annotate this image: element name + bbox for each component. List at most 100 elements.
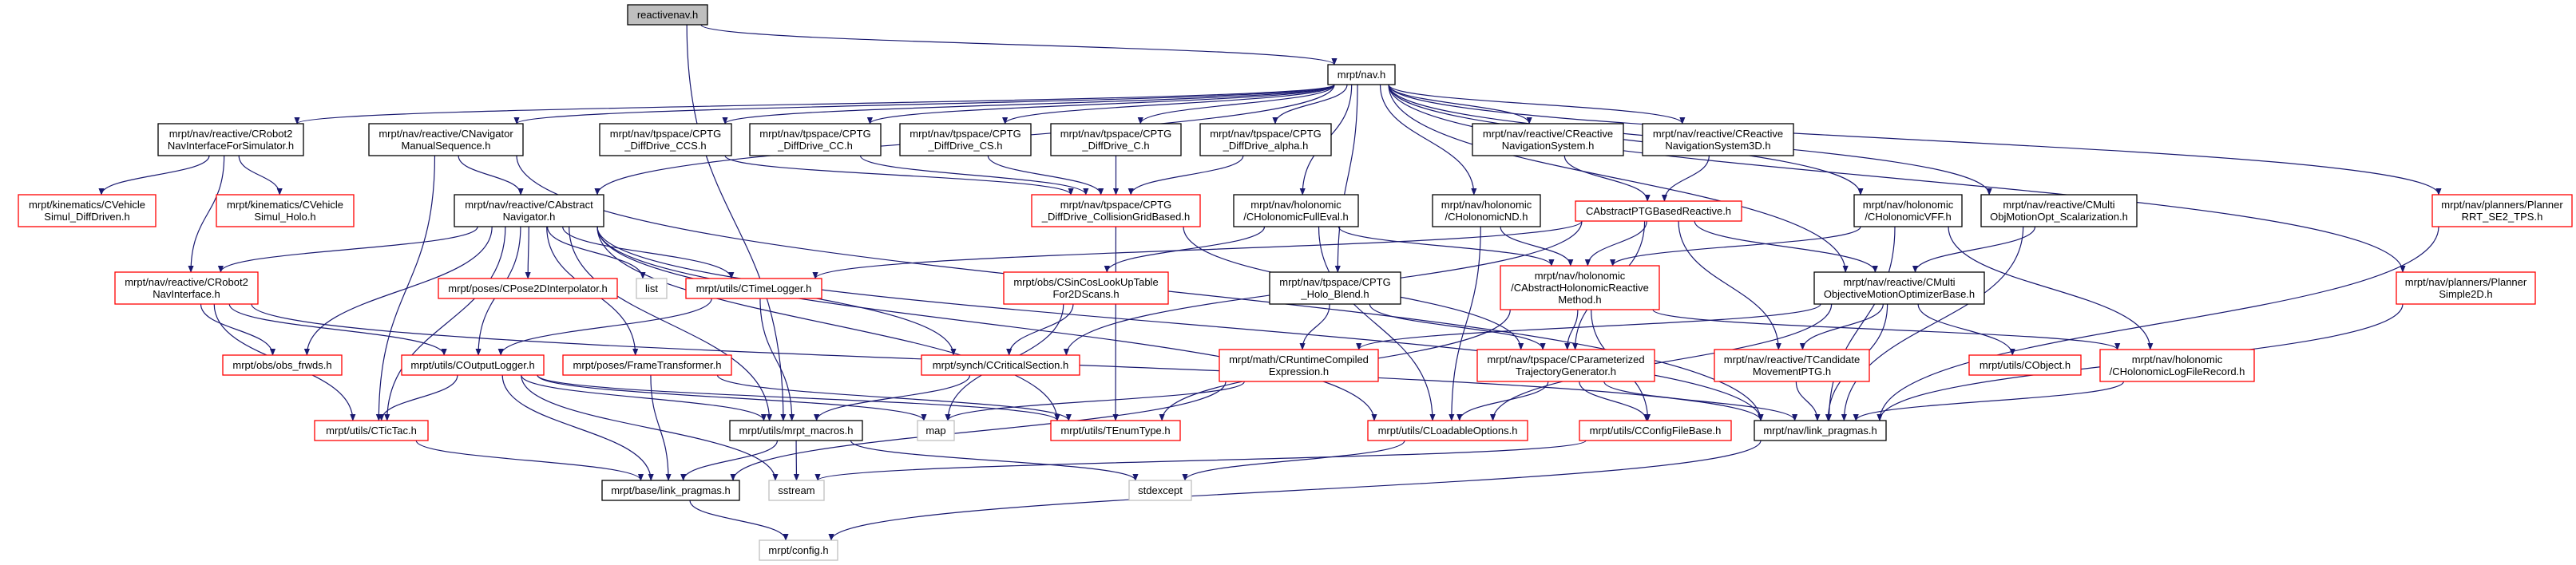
node-label: mrpt/nav/reactive/TCandidate — [1724, 354, 1861, 365]
node-label: ObjectiveMotionOptimizerBase.h — [1824, 288, 1975, 300]
node-nd[interactable]: mrpt/nav/holonomic/CHolonomicND.h — [1432, 194, 1541, 227]
edge-absnav-to-timelogger — [562, 226, 735, 279]
edge-mobase-to-tcand — [1799, 303, 1884, 350]
edge-rns3d-to-ptgbased — [1661, 155, 1710, 202]
edge-mobase-to-rtce — [1356, 303, 1821, 350]
edge-r2nisim-to-r2ni — [188, 155, 225, 273]
node-macros[interactable]: mrpt/utils/mrpt_macros.h — [729, 420, 863, 441]
edge-nav-to-simple2d — [1388, 84, 2406, 273]
node-label: mrpt/nav/tpspace/CParameterized — [1487, 354, 1644, 365]
node-box — [1476, 349, 1655, 382]
node-label: mrpt/nav/holonomic — [1250, 199, 1342, 211]
edge-nav-to-r2nisim — [294, 84, 1335, 124]
node-fulleval[interactable]: mrpt/nav/holonomic/CHolonomicFullEval.h — [1233, 194, 1359, 227]
node-label: _DiffDrive_CS.h — [928, 140, 1003, 152]
edge-nav-to-navmanual — [513, 84, 1335, 124]
edge-nav-to-ccs — [722, 84, 1335, 124]
node-label: _DiffDrive_CollisionGridBased.h — [1041, 211, 1190, 223]
node-frametr[interactable]: mrpt/poses/FrameTransformer.h — [562, 354, 732, 376]
node-label: mrpt/utils/COutputLogger.h — [410, 359, 534, 371]
node-baselp[interactable]: mrpt/base/link_pragmas.h — [601, 480, 740, 501]
node-tcand[interactable]: mrpt/nav/reactive/TCandidateMovementPTG.… — [1714, 349, 1870, 382]
node-pose2d[interactable]: mrpt/poses/CPose2DInterpolator.h — [438, 278, 618, 299]
node-scalar[interactable]: mrpt/nav/reactive/CMultiObjMotionOpt_Sca… — [1980, 194, 2138, 227]
node-timelogger[interactable]: mrpt/utils/CTimeLogger.h — [685, 278, 822, 299]
node-absholo[interactable]: mrpt/nav/holonomic/CAbstractHolonomicRea… — [1500, 265, 1660, 310]
node-label: NavInterface.h — [153, 288, 220, 300]
node-label: CAbstractPTGBasedReactive.h — [1586, 205, 1731, 217]
edge-r2nisim-to-vsholo — [238, 155, 283, 196]
node-critsec[interactable]: mrpt/synch/CCriticalSection.h — [921, 354, 1080, 376]
node-mobase[interactable]: mrpt/nav/reactive/CMultiObjectiveMotionO… — [1813, 271, 1985, 305]
node-label: list — [645, 282, 658, 294]
node-navlp[interactable]: mrpt/nav/link_pragmas.h — [1754, 420, 1887, 441]
node-label: mrpt/nav/holonomic — [1535, 270, 1626, 282]
node-tenum[interactable]: mrpt/utils/TEnumType.h — [1050, 420, 1181, 441]
edge-ccs-to-cgb — [724, 155, 1074, 196]
node-ccs[interactable]: mrpt/nav/tpspace/CPTG_DiffDrive_CCS.h — [599, 123, 732, 156]
node-navmanual[interactable]: mrpt/nav/reactive/CNavigatorManualSequen… — [368, 123, 524, 156]
node-nav[interactable]: mrpt/nav.h — [1327, 64, 1396, 85]
node-box — [636, 278, 668, 299]
node-cobject[interactable]: mrpt/utils/CObject.h — [1968, 354, 2082, 376]
node-box — [157, 123, 304, 156]
edge-vff-to-absholo — [1610, 226, 1861, 267]
node-r2nisim[interactable]: mrpt/nav/reactive/CRobot2NavInterfaceFor… — [157, 123, 304, 156]
node-config[interactable]: mrpt/config.h — [759, 539, 838, 561]
node-rns3d[interactable]: mrpt/nav/reactive/CReactiveNavigationSys… — [1642, 123, 1794, 156]
edge-timelogger-to-macros — [759, 298, 795, 421]
node-label: mrpt/math/CRuntimeCompiled — [1229, 354, 1369, 365]
node-label: /CHolonomicLogFileRecord.h — [2110, 365, 2245, 377]
node-obsfrwds[interactable]: mrpt/obs/obs_frwds.h — [222, 354, 343, 376]
node-rns[interactable]: mrpt/nav/reactive/CReactiveNavigationSys… — [1472, 123, 1624, 156]
node-ptg[interactable]: mrpt/nav/tpspace/CParameterizedTrajector… — [1476, 349, 1655, 382]
node-box — [1714, 349, 1870, 382]
edge-timelogger-to-outlogger — [497, 298, 712, 356]
node-box — [1031, 194, 1201, 227]
node-map[interactable]: map — [917, 420, 955, 441]
node-box — [1233, 194, 1359, 227]
node-holoblend[interactable]: mrpt/nav/tpspace/CPTG_Holo_Blend.h — [1269, 271, 1401, 305]
node-loadopt[interactable]: mrpt/utils/CLoadableOptions.h — [1367, 420, 1528, 441]
node-logrec[interactable]: mrpt/nav/holonomic/CHolonomicLogFileReco… — [2099, 349, 2255, 382]
node-label: NavInterfaceForSimulator.h — [168, 140, 294, 152]
node-cfgbase[interactable]: mrpt/utils/CConfigFileBase.h — [1579, 420, 1732, 441]
node-label: mrpt/synch/CCriticalSection.h — [933, 359, 1069, 371]
node-cc[interactable]: mrpt/nav/tpspace/CPTG_DiffDrive_CC.h — [749, 123, 882, 156]
node-sstream[interactable]: sstream — [768, 480, 825, 501]
edge-nav-to-alpha — [1272, 84, 1348, 124]
node-outlogger[interactable]: mrpt/utils/COutputLogger.h — [401, 354, 545, 376]
edge-critsec-to-macros — [814, 374, 971, 421]
node-cgb[interactable]: mrpt/nav/tpspace/CPTG_DiffDrive_Collisio… — [1031, 194, 1201, 227]
node-label: Expression.h — [1269, 365, 1329, 377]
node-alpha[interactable]: mrpt/nav/tpspace/CPTG_DiffDrive_alpha.h — [1199, 123, 1332, 156]
edge-baselp-to-config — [689, 500, 789, 541]
edge-outlogger-to-baselp — [501, 374, 654, 481]
node-label: mrpt/nav/planners/Planner — [2441, 199, 2563, 211]
node-label: mrpt/nav/tpspace/CPTG — [1060, 199, 1171, 211]
node-label: mrpt/utils/TEnumType.h — [1060, 425, 1170, 437]
node-stdexcept[interactable]: stdexcept — [1128, 480, 1192, 501]
node-box — [921, 354, 1080, 376]
node-box — [601, 480, 740, 501]
node-tictac[interactable]: mrpt/utils/CTicTac.h — [314, 420, 429, 441]
edge-tcand-to-navlp — [1795, 381, 1821, 421]
node-label: mrpt/nav/reactive/CReactive — [1653, 128, 1783, 140]
node-ptgbased[interactable]: CAbstractPTGBasedReactive.h — [1575, 200, 1742, 222]
node-box — [18, 194, 157, 227]
edge-ptg-to-cfgbase — [1579, 381, 1650, 421]
node-c[interactable]: mrpt/nav/tpspace/CPTG_DiffDrive_C.h — [1050, 123, 1182, 156]
edge-mobase-to-loadopt — [1489, 303, 1833, 421]
node-list[interactable]: list — [636, 278, 668, 299]
node-label: mrpt/nav/tpspace/CPTG — [1060, 128, 1171, 140]
node-cs[interactable]: mrpt/nav/tpspace/CPTG_DiffDrive_CS.h — [899, 123, 1032, 156]
node-vff[interactable]: mrpt/nav/holonomic/CHolonomicVFF.h — [1853, 194, 1963, 227]
node-vsdiff[interactable]: mrpt/kinematics/CVehicleSimul_DiffDriven… — [18, 194, 157, 227]
